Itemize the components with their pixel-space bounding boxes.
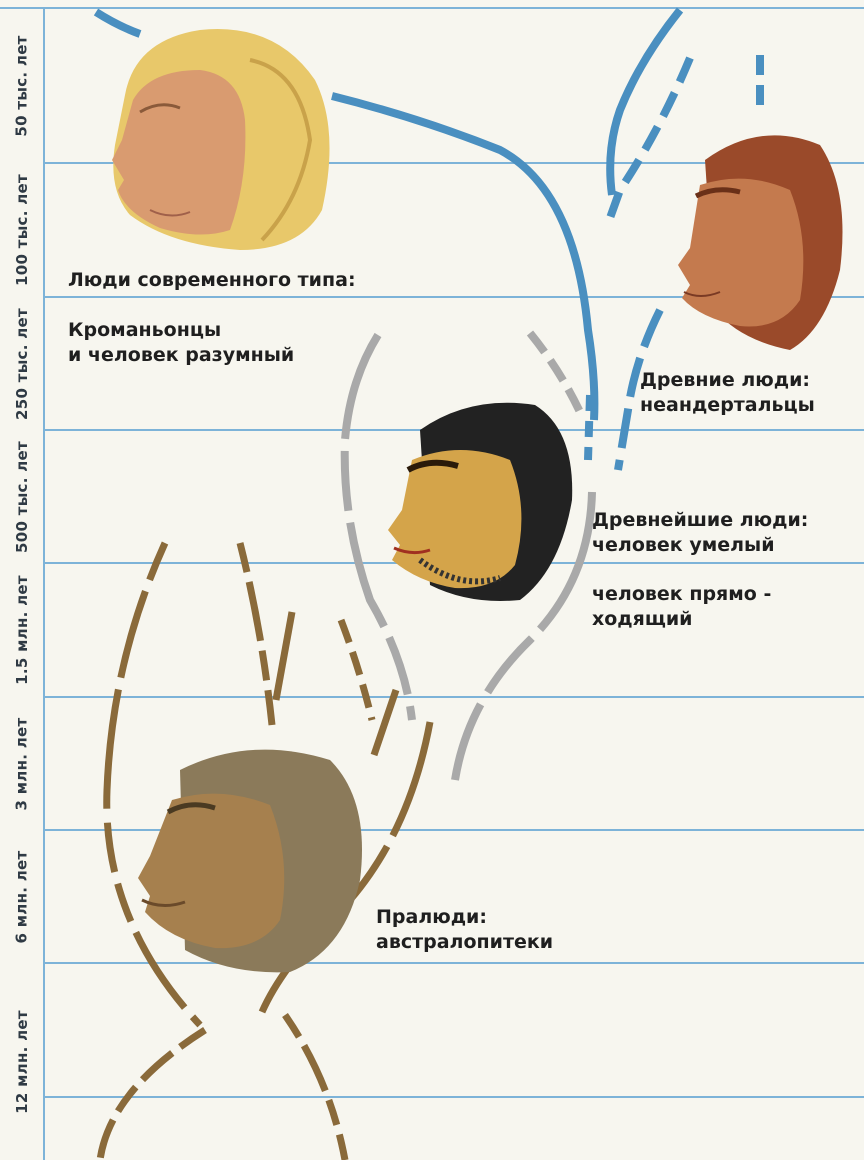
time-label-3m: 3 млн. лет [0,697,44,830]
time-label-12m: 12 млн. лет [0,963,44,1160]
modern-humans-title: Люди современного типа: [68,268,356,293]
modern-humans-caption: Люди современного типа: [68,268,356,293]
homo-habilis-label: человек умелый [592,533,808,558]
homo-erectus-label-2: ходящий [592,607,771,632]
time-label-50k: 50 тыс. лет [0,8,44,163]
time-label-100k: 100 тыс. лет [0,163,44,297]
neanderthals-label: неандертальцы [640,393,815,418]
australopithecus-caption: Пралюди: австралопитеки [376,905,553,955]
oldest-people-label: Древнейшие люди: [592,508,808,533]
neanderthal-caption: Древние люди: неандертальцы [640,368,815,418]
prehumans-label: Пралюди: [376,905,553,930]
time-label-6m: 6 млн. лет [0,830,44,963]
time-label-500k: 500 тыс. лет [0,430,44,563]
neanderthal-head [678,135,843,350]
homo-erectus-head [388,403,572,601]
cro-magnon-head [112,29,330,250]
australopithecines-label: австралопитеки [376,930,553,955]
australopithecus-head [138,750,362,973]
cro-magnon-label: Кроманьонцы [68,318,294,343]
homo-erectus-caption: человек прямо - ходящий [592,582,771,632]
cro-magnon-caption: Кроманьонцы и человек разумный [68,318,294,368]
oldest-people-caption: Древнейшие люди: человек умелый [592,508,808,558]
homo-erectus-label-1: человек прямо - [592,582,771,607]
ancient-people-label: Древние люди: [640,368,815,393]
time-label-1-5m: 1.5 млн. лет [0,563,44,697]
time-label-250k: 250 тыс. лет [0,297,44,430]
homo-sapiens-label: и человек разумный [68,343,294,368]
